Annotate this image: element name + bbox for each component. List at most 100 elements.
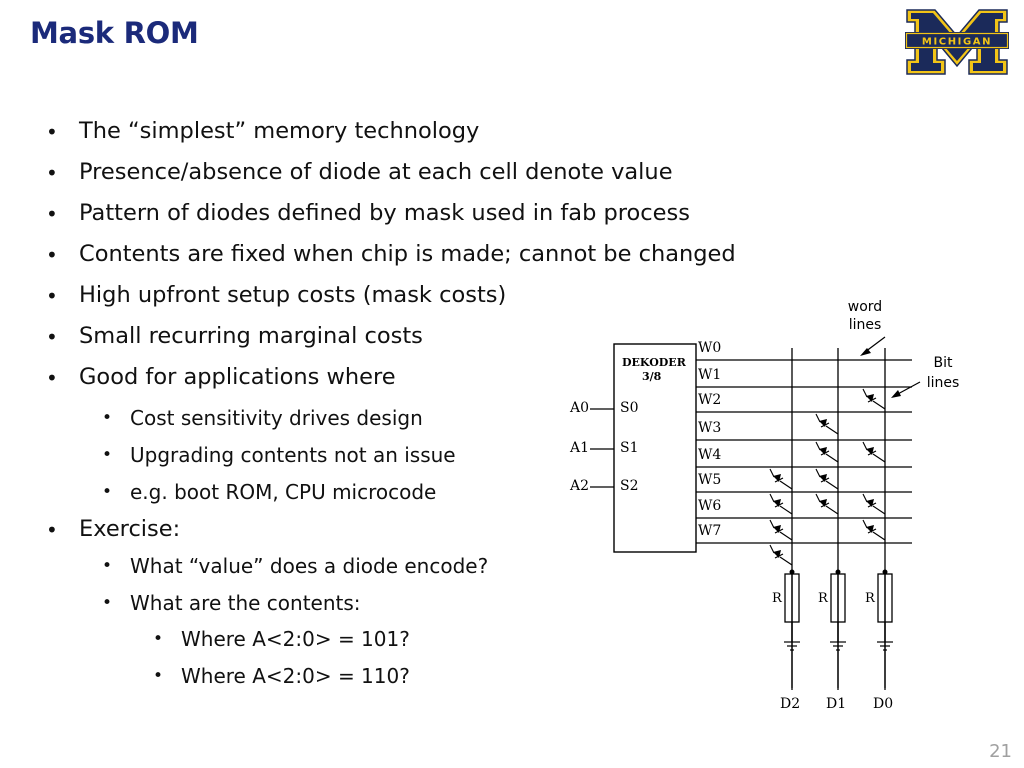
bullet-dot: • (153, 666, 164, 686)
diode-lead (769, 493, 775, 503)
bullet-dot: • (46, 518, 58, 542)
bit-lines-annotation-line1: Bit (934, 355, 953, 371)
address-input-label: A1 (569, 440, 589, 456)
diode-lead (862, 441, 868, 451)
bullet-text: What are the contents: (130, 591, 361, 615)
diode-lead (779, 556, 793, 566)
bit-lines-annotation-line2: lines (927, 375, 960, 391)
output-label: D0 (873, 696, 893, 712)
diode-lead (862, 388, 868, 398)
address-input-label: A0 (569, 400, 589, 416)
bullet-dot: • (46, 284, 58, 308)
bullet-text: e.g. boot ROM, CPU microcode (130, 480, 437, 504)
select-input-label: S1 (620, 440, 639, 456)
bullet-level1-item: • Small recurring marginal costs (46, 323, 423, 349)
bullet-level1-item: • Presence/absence of diode at each cell … (46, 159, 673, 185)
logo-text: MICHIGAN (922, 37, 992, 48)
diode-bar (867, 450, 877, 456)
word-line-label: W1 (698, 367, 721, 383)
bullet-text: The “simplest” memory technology (79, 118, 480, 144)
diode-bar (867, 528, 877, 534)
diode-bar (774, 553, 784, 559)
bullet-level1-item: • Good for applications where (46, 364, 396, 390)
bit-lines-arrowhead (891, 390, 901, 398)
diode-bar (774, 477, 784, 483)
bullet-text: High upfront setup costs (mask costs) (79, 282, 507, 308)
bullet-dot: • (46, 325, 58, 349)
bullet-text: Pattern of diodes defined by mask used i… (79, 200, 690, 226)
bit-lines-arrow (895, 381, 921, 396)
bullet-level1-item: • The “simplest” memory technology (46, 118, 480, 144)
diode-bar (820, 450, 830, 456)
bullet-dot: • (102, 445, 113, 465)
diode-bar (774, 502, 784, 508)
bullet-text: Small recurring marginal costs (79, 323, 423, 349)
bullet-dot: • (46, 243, 58, 267)
bullet-text: Where A<2:0> = 110? (181, 664, 410, 688)
bullet-dot: • (46, 202, 58, 226)
bit-lines-annotation: Bit lines (927, 355, 960, 391)
select-input-label: S2 (620, 478, 639, 494)
diode-bar (867, 397, 877, 403)
bullet-level2-item: • e.g. boot ROM, CPU microcode (102, 480, 437, 504)
bullet-dot: • (46, 366, 58, 390)
diode-bar (867, 502, 877, 508)
diode-lead (862, 519, 868, 529)
output-label: D2 (780, 696, 800, 712)
diode-lead (815, 493, 821, 503)
word-lines-annotation-line2: lines (849, 317, 882, 333)
word-line-label: W4 (698, 447, 721, 463)
diode-lead (872, 505, 886, 515)
diode-bar (820, 422, 830, 428)
diode-lead (825, 480, 839, 490)
bullet-text: Exercise: (79, 516, 181, 542)
bullet-level1-item: • High upfront setup costs (mask costs) (46, 282, 507, 308)
diode-bar (820, 502, 830, 508)
diode-lead (825, 505, 839, 515)
bullet-level3-item: •Where A<2:0> = 101? (153, 627, 410, 651)
diode-lead (872, 400, 886, 410)
resistor-label: R (772, 591, 783, 606)
bullet-level1-item: • Contents are fixed when chip is made; c… (46, 241, 736, 267)
bullet-text: Presence/absence of diode at each cell d… (79, 159, 673, 185)
slide-title: Mask ROM (30, 16, 199, 50)
diode-lead (779, 531, 793, 541)
bullet-dot: • (46, 161, 58, 185)
bullet-level1-item: • Pattern of diodes defined by mask used … (46, 200, 690, 226)
diode-lead (769, 544, 775, 554)
bullet-dot: • (153, 629, 164, 649)
diode-lead (872, 531, 886, 541)
word-lines-annotation-line1: word (848, 299, 882, 315)
resistor-label: R (818, 591, 829, 606)
decoder-sub-label: 3/8 (642, 370, 662, 383)
word-line-label: W3 (698, 420, 721, 436)
slide-number: 21 (989, 741, 1012, 762)
bullet-dot: • (102, 556, 113, 576)
select-input-label: S0 (620, 400, 639, 416)
diode-bar (820, 477, 830, 483)
bullet-dot: • (102, 408, 113, 428)
bullet-text: Contents are fixed when chip is made; ca… (79, 241, 736, 267)
bullet-text: Good for applications where (79, 364, 396, 390)
diode-lead (779, 505, 793, 515)
diode-lead (779, 480, 793, 490)
word-lines-arrow (864, 336, 886, 353)
word-line-label: W7 (698, 523, 721, 539)
diode-lead (769, 519, 775, 529)
bullet-text: Cost sensitivity drives design (130, 406, 423, 430)
bullet-dot: • (46, 120, 58, 144)
bullet-dot: • (102, 482, 113, 502)
bullet-level2-item: • What are the contents: (102, 591, 361, 615)
bullet-dot: • (102, 593, 113, 613)
word-lines-arrowhead (860, 348, 871, 356)
word-line-label: W6 (698, 498, 721, 514)
word-line-label: W2 (698, 392, 721, 408)
diode-lead (825, 425, 839, 435)
bullet-level3-item: • Where A<2:0> = 110? (153, 664, 410, 688)
diode-lead (815, 441, 821, 451)
bullet-level2-item: • Cost sensitivity drives design (102, 406, 423, 430)
word-line-label: W5 (698, 472, 721, 488)
word-lines-annotation: word lines (848, 299, 882, 333)
output-label: D1 (826, 696, 846, 712)
